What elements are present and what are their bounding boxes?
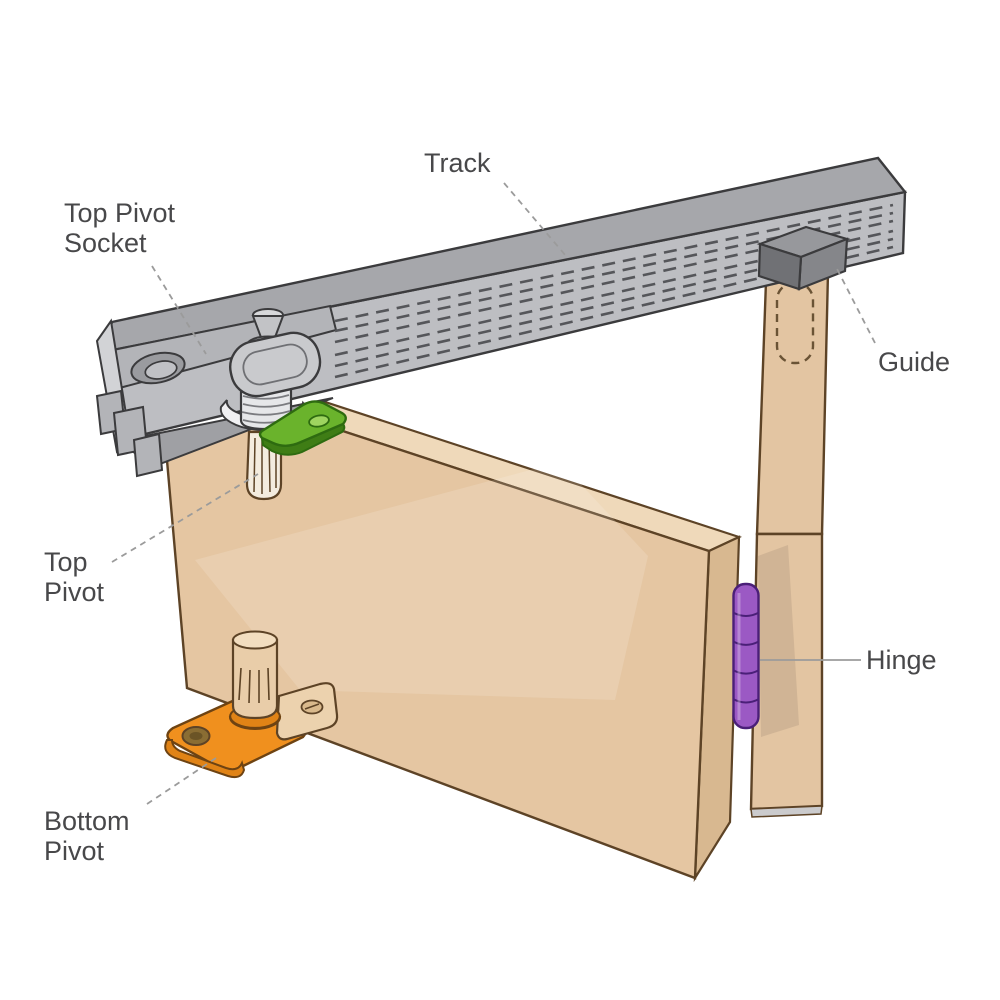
top-pivot-assembly [245, 400, 347, 501]
top-pivot-bracket-top [258, 400, 347, 447]
label-track: Track [424, 148, 491, 178]
track-foot-3 [132, 432, 164, 478]
bottom-pivot-pin-top [232, 630, 278, 650]
label-hinge: Hinge [866, 645, 937, 675]
hinge-barrel [732, 582, 760, 730]
leader-guide [834, 264, 876, 344]
thread-line-1 [242, 394, 290, 400]
labels: Track Top Pivot Socket Guide Top Pivot H… [44, 148, 950, 866]
side-post-upper [755, 270, 830, 536]
door-sheen [195, 462, 648, 700]
side-post [749, 270, 830, 818]
label-guide: Guide [878, 347, 950, 377]
leader-track [503, 182, 567, 257]
bottom-pivot-orange-lip [164, 739, 246, 779]
hinge-knuckle-line-2 [733, 640, 759, 646]
pin-rib-1 [238, 667, 242, 701]
pin-rib-2 [248, 669, 251, 704]
top-pin-rib-1 [253, 437, 256, 493]
top-pivot-socket-assembly [219, 308, 322, 432]
socket-bracket-arm-recess [242, 343, 308, 386]
leader-bottom-pivot [146, 757, 217, 805]
thread-line-3 [241, 410, 291, 416]
bottom-pivot-screw-hole-inner [189, 732, 203, 740]
hinge-knuckle-line-1 [733, 611, 759, 618]
label-top-pivot-socket-line2: Socket [64, 228, 147, 258]
hinge-knuckle-line-3 [733, 669, 759, 675]
hinge-knuckle-line-4 [733, 698, 759, 704]
pin-rib-4 [267, 667, 270, 701]
track-slot-row-5 [334, 237, 894, 368]
label-bottom-pivot-line1: Bottom [44, 806, 130, 836]
bottom-pivot-assembly [164, 630, 339, 779]
track-slot-row-6 [334, 245, 894, 379]
side-post-bottom-face [750, 805, 823, 818]
label-bottom-pivot-line2: Pivot [44, 836, 105, 866]
track-slot-row-4 [334, 229, 894, 357]
angle-plate-screw-slot [304, 703, 320, 710]
label-top-pivot-line2: Pivot [44, 577, 105, 607]
socket-bracket-arm [229, 331, 322, 398]
label-top-pivot-line1: Top [44, 547, 88, 577]
guide-block [756, 225, 851, 291]
side-post-shadow [758, 545, 799, 737]
label-top-pivot-socket-line1: Top Pivot [64, 198, 176, 228]
track-slot-row-2 [334, 211, 894, 333]
track-slot-row-1 [334, 203, 894, 323]
guide-block-side-face [757, 242, 803, 291]
track-slot-hole-inner [144, 360, 178, 380]
top-pivot-bracket-hole [308, 414, 330, 428]
track-slot-row-3 [334, 219, 894, 344]
leader-lines [111, 182, 876, 805]
thread-line-2 [242, 402, 291, 408]
hinge-body [732, 582, 760, 730]
bottom-pivot-collar-front [228, 715, 282, 730]
bottom-pivot-pin-cylinder [231, 638, 279, 720]
